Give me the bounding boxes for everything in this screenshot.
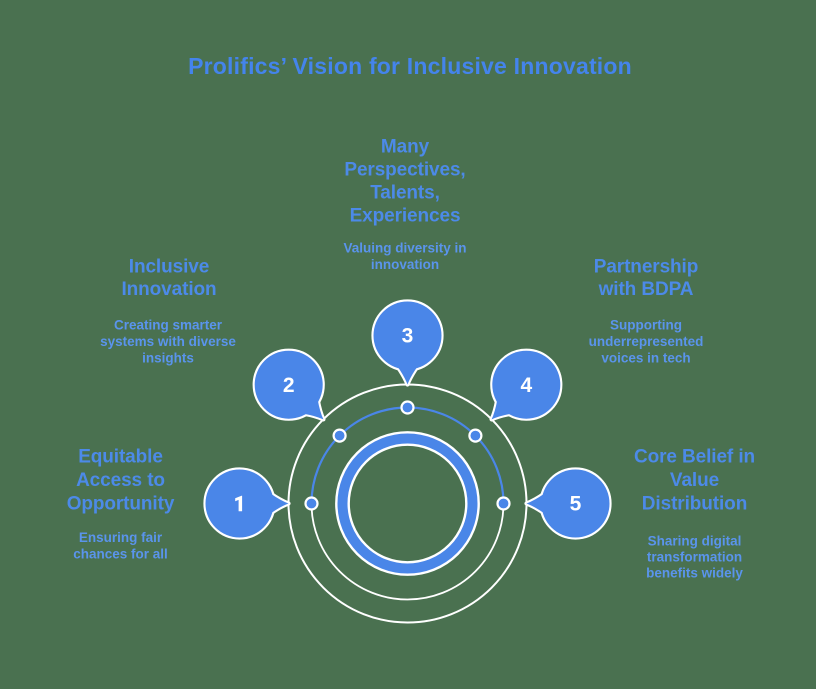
svg-text:innovation: innovation [371, 257, 439, 272]
svg-text:3: 3 [402, 325, 414, 348]
svg-text:Experiences: Experiences [350, 206, 461, 227]
svg-text:Value: Value [670, 470, 719, 491]
svg-text:Sharing digital: Sharing digital [648, 533, 742, 548]
svg-text:Valuing diversity in: Valuing diversity in [343, 241, 466, 256]
svg-text:4: 4 [520, 374, 532, 397]
svg-text:Access to: Access to [76, 470, 165, 491]
svg-text:Innovation: Innovation [121, 279, 216, 300]
svg-text:Opportunity: Opportunity [67, 494, 175, 515]
svg-text:Creating smarter: Creating smarter [114, 318, 223, 333]
svg-text:Equitable: Equitable [78, 446, 163, 467]
svg-text:underrepresented: underrepresented [589, 334, 704, 349]
svg-text:Partnership: Partnership [594, 256, 699, 277]
svg-text:Supporting: Supporting [610, 318, 682, 333]
svg-text:Talents,: Talents, [370, 183, 440, 204]
svg-text:chances for all: chances for all [73, 546, 168, 561]
svg-text:Core Belief in: Core Belief in [634, 446, 755, 467]
svg-text:Inclusive: Inclusive [129, 256, 209, 277]
svg-text:Perspectives,: Perspectives, [344, 160, 465, 181]
svg-text:5: 5 [570, 493, 582, 516]
svg-text:voices in tech: voices in tech [601, 351, 690, 366]
svg-text:transformation: transformation [647, 549, 742, 564]
svg-text:Ensuring fair: Ensuring fair [79, 530, 163, 545]
svg-text:Distribution: Distribution [642, 494, 747, 515]
svg-text:insights: insights [142, 351, 194, 366]
svg-text:systems with diverse: systems with diverse [100, 334, 236, 349]
svg-text:Prolifics’ Vision for Inclusiv: Prolifics’ Vision for Inclusive Innovati… [188, 53, 632, 79]
svg-text:Many: Many [381, 137, 430, 158]
svg-text:2: 2 [283, 374, 295, 397]
svg-text:with BDPA: with BDPA [598, 279, 694, 300]
svg-text:benefits widely: benefits widely [646, 566, 743, 581]
